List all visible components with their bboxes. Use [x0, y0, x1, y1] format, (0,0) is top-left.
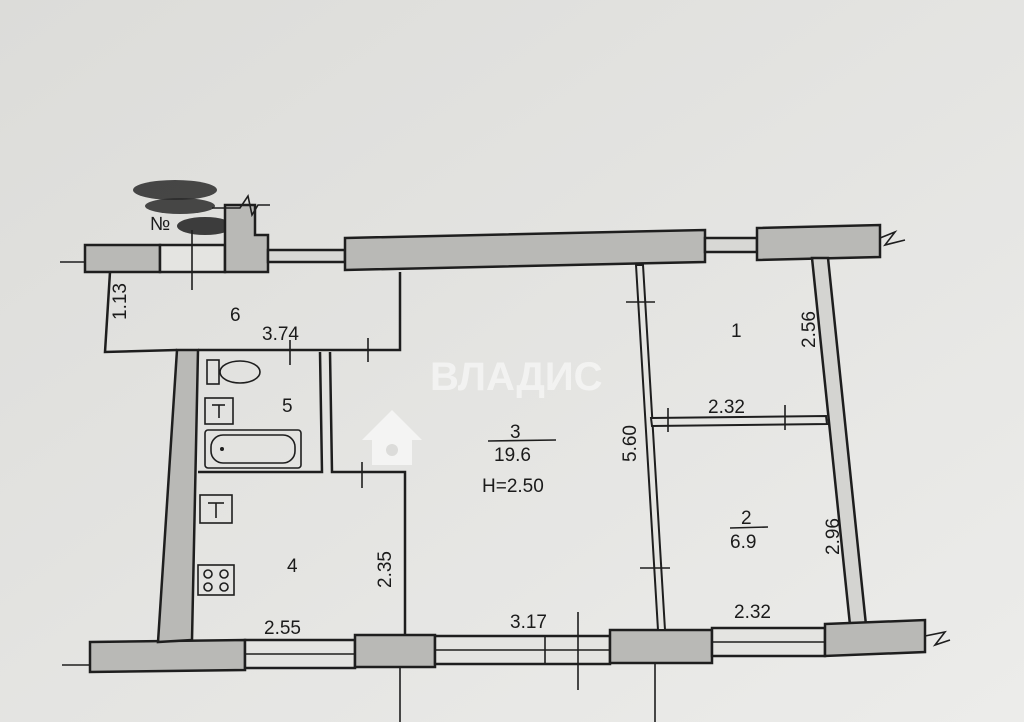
bathtub-icon: [204, 429, 302, 469]
kitchen-sink-icon: [199, 494, 233, 524]
room-3-fraction-line: [487, 439, 557, 442]
room-6-width: 3.74: [262, 324, 299, 345]
room-3-length: 5.60: [620, 425, 641, 462]
left-wall: [156, 348, 200, 644]
room-1-number: 1: [731, 321, 742, 342]
room-1-width: 2.32: [708, 397, 745, 418]
room-6-number: 6: [230, 305, 241, 326]
room-3-height: H=2.50: [482, 476, 544, 497]
room-5-number: 5: [282, 396, 293, 417]
apartment-number-label: №: [150, 214, 170, 235]
room-4-length: 2.35: [375, 551, 396, 588]
room-4-number: 4: [287, 556, 298, 577]
room-2-fraction-line: [729, 526, 769, 529]
room-2-length: 2.96: [823, 518, 844, 555]
watermark-text: ВЛАДИС: [430, 355, 602, 399]
room-6-outline: [103, 271, 178, 354]
watermark-logo: [362, 410, 422, 465]
sink-icon: [204, 397, 234, 425]
top-wall: [60, 193, 906, 290]
room-3-area: 19.6: [494, 445, 531, 466]
room-1-length: 2.56: [799, 311, 820, 348]
toilet-icon: [206, 359, 261, 385]
room-6-length: 1.13: [110, 283, 131, 320]
partition-wall: [634, 264, 667, 631]
partition-room1-room2: [649, 414, 829, 428]
room-2-area: 6.9: [730, 532, 756, 553]
room-2-width: 2.32: [734, 602, 771, 623]
stove-icon: [197, 564, 235, 596]
room-3-number: 3: [510, 422, 521, 443]
bottom-wall: [62, 612, 951, 722]
room-2-number: 2: [741, 508, 752, 529]
redacted-scribble: [133, 180, 233, 235]
room-3-width: 3.17: [510, 612, 547, 633]
room-4-width: 2.55: [264, 618, 301, 639]
room-5-outline: [198, 351, 324, 474]
